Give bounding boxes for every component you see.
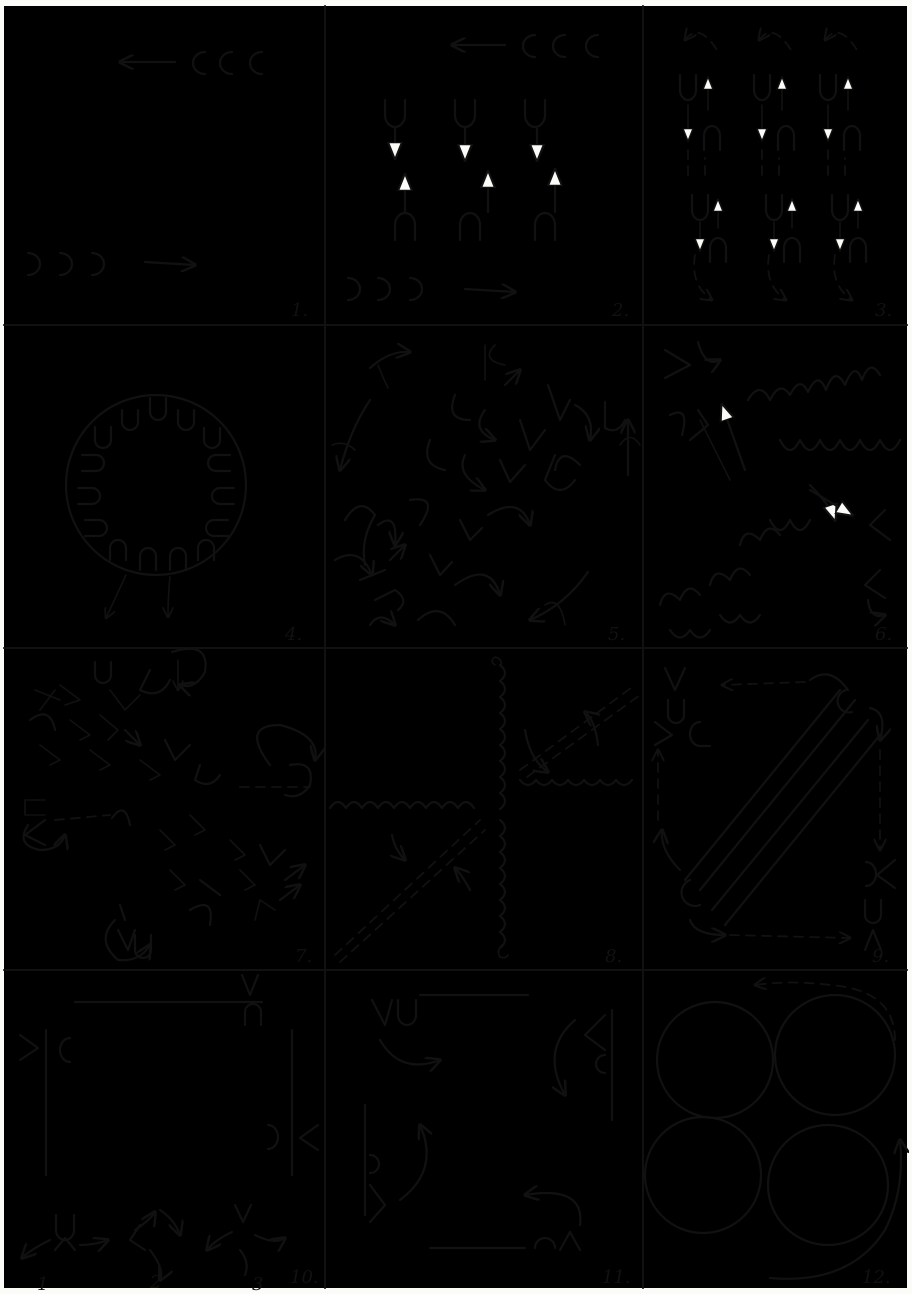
panel-number-1: 1. <box>291 300 308 321</box>
panel-number-8: 8. <box>605 946 622 967</box>
panel-number-4: 4. <box>284 624 302 645</box>
panel-number-9: 9. <box>872 946 889 967</box>
panel-number-10: 10. <box>290 1267 319 1288</box>
subfigure-label-1: 1 <box>37 1274 48 1294</box>
panel-number-6: 6. <box>875 624 892 645</box>
subfigure-label-3: 3 <box>252 1274 263 1294</box>
panel-number-3: 3. <box>875 300 892 321</box>
panel-number-12: 12. <box>862 1267 891 1288</box>
panel-number-5: 5. <box>608 624 625 645</box>
panel-grid <box>4 6 907 1288</box>
panel-number-11: 11. <box>602 1267 631 1288</box>
subfigure-label-2: 2 <box>149 1272 161 1293</box>
panel-number-7: 7. <box>295 946 312 967</box>
panel-number-2: 2. <box>611 300 629 321</box>
